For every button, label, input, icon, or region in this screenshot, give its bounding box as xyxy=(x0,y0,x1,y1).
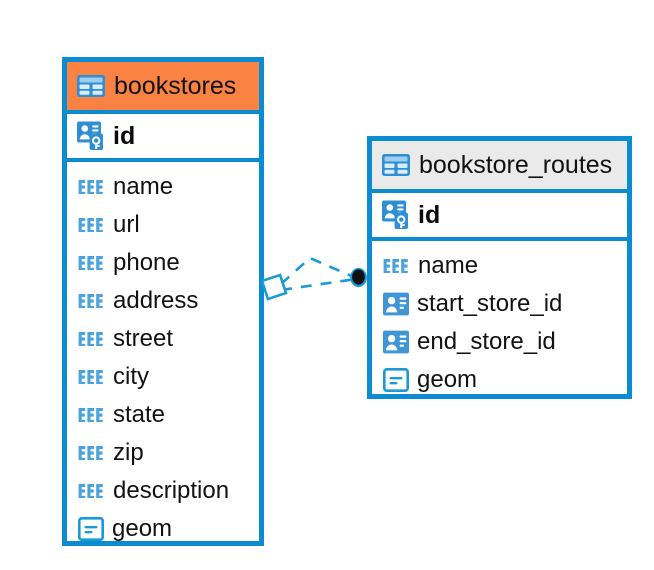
abc-text-icon xyxy=(78,445,105,461)
field-list-bookstore-routes: name start_store_id xyxy=(372,241,627,399)
field-row[interactable]: state xyxy=(67,396,259,434)
abc-text-icon xyxy=(78,255,105,271)
field-list-bookstores: name url xyxy=(67,162,259,548)
entity-title: bookstores xyxy=(114,71,237,100)
field-row[interactable]: description xyxy=(67,472,259,510)
entity-bookstore-routes[interactable]: bookstore_routes id xyxy=(367,136,632,399)
primary-key-icon xyxy=(382,200,410,230)
abc-text-icon xyxy=(78,483,105,499)
filled-circle-marker xyxy=(350,267,367,288)
field-label: url xyxy=(113,211,140,238)
field-row[interactable]: geom xyxy=(372,361,627,399)
entity-header-bookstore-routes[interactable]: bookstore_routes xyxy=(372,141,627,193)
field-row[interactable]: url xyxy=(67,206,259,244)
field-row[interactable]: start_store_id xyxy=(372,285,627,323)
diamond-outline-marker xyxy=(260,273,288,301)
entity-title: bookstore_routes xyxy=(419,150,613,179)
field-row[interactable]: phone xyxy=(67,244,259,282)
abc-text-icon xyxy=(78,331,105,347)
field-label: zip xyxy=(113,439,144,466)
field-row[interactable]: name xyxy=(372,247,627,285)
field-label: name xyxy=(113,173,174,200)
field-label: geom xyxy=(112,515,173,542)
field-label: end_store_id xyxy=(417,328,556,355)
primary-key-row[interactable]: id xyxy=(372,193,627,241)
relationship-connector[interactable] xyxy=(255,245,375,310)
field-label: name xyxy=(418,252,479,279)
foreign-key-icon xyxy=(383,292,409,316)
field-label: geom xyxy=(417,366,478,393)
field-row[interactable]: address xyxy=(67,282,259,320)
primary-key-label: id xyxy=(113,121,136,150)
primary-key-icon xyxy=(77,121,105,151)
table-icon xyxy=(382,154,410,176)
field-label: start_store_id xyxy=(417,290,563,317)
primary-key-row[interactable]: id xyxy=(67,114,259,162)
abc-text-icon xyxy=(78,217,105,233)
field-label: description xyxy=(113,477,230,504)
field-row[interactable]: geom xyxy=(67,510,259,548)
table-icon xyxy=(77,75,105,97)
geometry-icon xyxy=(77,516,104,541)
field-label: state xyxy=(113,401,166,428)
field-label: street xyxy=(113,325,174,352)
field-row[interactable]: end_store_id xyxy=(372,323,627,361)
foreign-key-icon xyxy=(383,330,409,354)
field-row[interactable]: city xyxy=(67,358,259,396)
field-row[interactable]: zip xyxy=(67,434,259,472)
field-label: address xyxy=(113,287,199,314)
field-label: phone xyxy=(113,249,180,276)
geometry-icon xyxy=(382,367,409,392)
abc-text-icon xyxy=(78,293,105,309)
relationship-line-lower xyxy=(280,277,357,292)
field-label: city xyxy=(113,363,149,390)
abc-text-icon xyxy=(78,407,105,423)
abc-text-icon xyxy=(78,179,105,195)
field-row[interactable]: name xyxy=(67,168,259,206)
entity-header-bookstores[interactable]: bookstores xyxy=(67,62,259,114)
primary-key-label: id xyxy=(418,200,441,229)
entity-bookstores[interactable]: bookstores id xyxy=(62,57,264,546)
field-row[interactable]: street xyxy=(67,320,259,358)
abc-text-icon xyxy=(383,258,410,274)
abc-text-icon xyxy=(78,369,105,385)
